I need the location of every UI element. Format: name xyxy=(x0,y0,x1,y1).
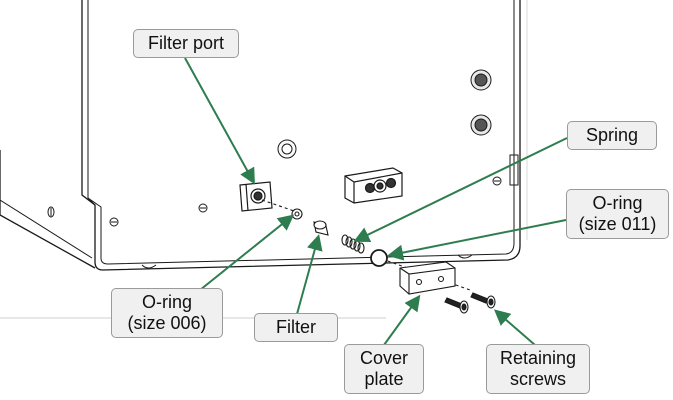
label-retaining-screws-line1: Retaining xyxy=(499,348,577,368)
label-retaining-screws-line2: screws xyxy=(509,369,566,389)
label-cover-plate: Cover plate xyxy=(344,344,424,394)
arrow-retaining-screws xyxy=(493,309,536,346)
arrow-oring-011 xyxy=(387,219,567,261)
label-spring-text: Spring xyxy=(585,125,639,145)
label-oring-011-line2: (size 011) xyxy=(578,214,657,234)
filter-port xyxy=(239,181,273,212)
arrow-filter-port xyxy=(184,57,255,185)
label-filter-port: Filter port xyxy=(133,29,239,58)
label-oring-006-line2: (size 006) xyxy=(127,313,207,333)
label-filter-text: Filter xyxy=(276,317,316,337)
arrow-spring xyxy=(353,137,568,242)
exploded-parts xyxy=(261,199,496,314)
label-retaining-screws: Retaining screws xyxy=(486,344,590,394)
label-cover-plate-line2: plate xyxy=(364,369,404,389)
instrument-body xyxy=(0,0,521,271)
oring-011-part xyxy=(370,249,388,267)
fitting-block xyxy=(344,167,403,204)
arrow-filter xyxy=(296,234,323,315)
arrow-cover-plate xyxy=(383,294,421,346)
arrow-oring-006 xyxy=(199,214,295,291)
retaining-screws-part xyxy=(444,292,496,314)
round-connectors xyxy=(277,69,492,159)
label-spring: Spring xyxy=(567,121,657,150)
label-oring-011: O-ring (size 011) xyxy=(566,189,669,239)
label-oring-006-line1: O-ring xyxy=(141,292,192,312)
leader-arrows xyxy=(184,57,568,346)
body-screws xyxy=(47,176,502,227)
label-cover-plate-line1: Cover xyxy=(359,348,408,368)
label-filter-port-text: Filter port xyxy=(147,33,225,53)
label-oring-006: O-ring (size 006) xyxy=(111,288,223,338)
label-filter: Filter xyxy=(254,313,338,342)
label-oring-011-line1: O-ring xyxy=(592,193,643,213)
cover-plate-part xyxy=(399,261,456,295)
